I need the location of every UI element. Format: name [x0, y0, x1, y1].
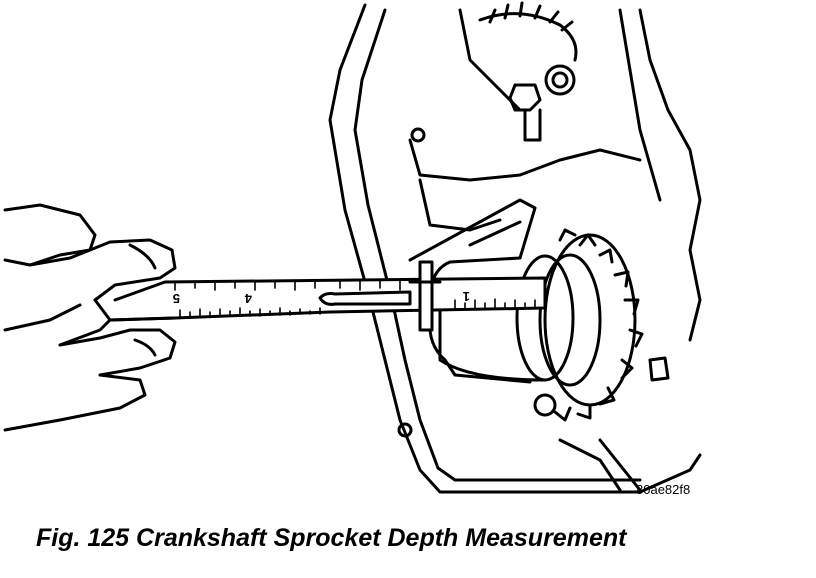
depth-gauge-ruler [108, 198, 547, 332]
figure-caption: Fig. 125 Crankshaft Sprocket Depth Measu… [36, 524, 627, 552]
figure-reference-id: 80ae82f8 [636, 482, 691, 497]
crankshaft-sprocket [538, 228, 644, 422]
crankshaft-sprocket-illustration: 5 4 1 [3, 1, 702, 494]
scale-label-1: 1 [463, 289, 470, 304]
scale-label-4: 4 [244, 291, 252, 306]
hand-illustration [3, 203, 177, 432]
engine-block-outline [328, 3, 702, 494]
camshaft-sprocket [478, 1, 578, 62]
scale-label-5: 5 [173, 291, 180, 306]
